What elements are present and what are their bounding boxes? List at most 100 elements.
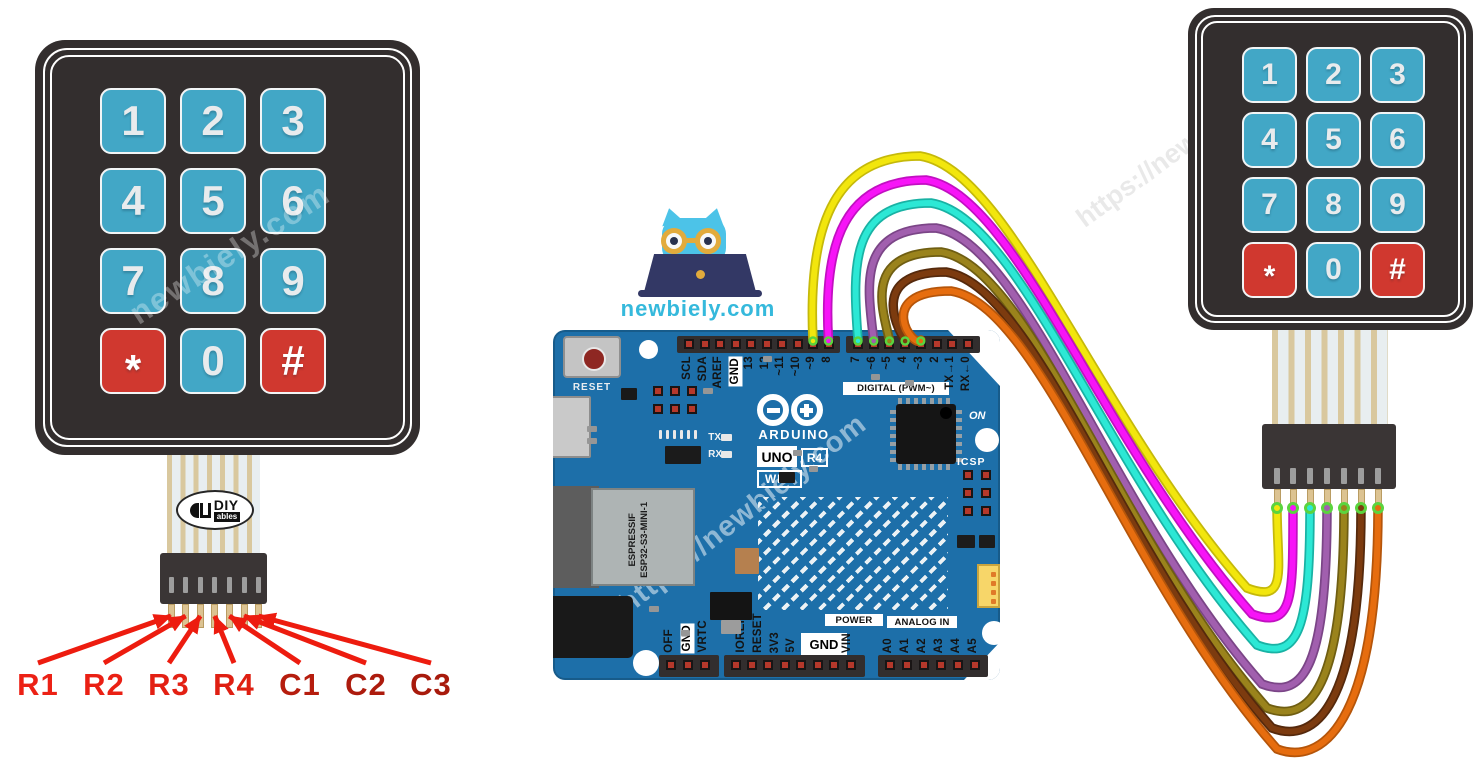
pin-socket — [761, 339, 772, 349]
pinout-arrow-C2 — [243, 613, 367, 666]
connector-pin-C1 — [1340, 489, 1348, 510]
owl-glasses-icon — [661, 228, 687, 254]
smd-component — [905, 380, 914, 386]
pin-label-SDA: SDA — [696, 356, 709, 382]
connector-pin-R3 — [1306, 489, 1314, 510]
icsp-pin-socket — [981, 506, 991, 516]
smd-component — [735, 548, 759, 574]
smd-component — [665, 446, 701, 464]
pin-label-10: ~10 — [789, 356, 802, 377]
connector-pin-R1 — [167, 604, 175, 628]
pin-socket — [935, 660, 946, 670]
pin-socket — [699, 660, 710, 670]
pinout-label-R3: R3 — [148, 667, 190, 702]
pin-socket — [853, 339, 863, 349]
smd-component — [687, 430, 690, 439]
pin-socket — [684, 339, 694, 349]
pin-socket — [845, 660, 856, 670]
keypad-key-hash: # — [1370, 242, 1425, 298]
icsp-pin-socket — [963, 470, 973, 480]
connector-slot — [1341, 468, 1347, 484]
pin-socket — [969, 660, 980, 670]
power-header-label: POWER — [825, 614, 883, 626]
icsp-label: ICSP — [957, 456, 986, 468]
pin-socket — [884, 339, 895, 349]
connector-slot — [256, 577, 262, 593]
smd-component — [587, 438, 597, 444]
connector-pin-dot — [991, 572, 996, 577]
pin-socket — [715, 339, 725, 349]
keypad-key-3: 3 — [1370, 47, 1425, 103]
smd-component — [871, 374, 880, 380]
connector-pin-C1 — [225, 604, 233, 628]
arduino-brand-text: ARDUINO — [758, 427, 830, 442]
pin-label-A5: A5 — [967, 637, 979, 653]
connector-slot — [212, 577, 218, 593]
jumper-pin-socket — [653, 404, 663, 414]
connector-slot — [1290, 468, 1296, 484]
pin-label-A0: A0 — [882, 637, 894, 653]
pin-socket — [931, 339, 942, 349]
diyables-logo-mark — [189, 502, 211, 518]
smd-component — [979, 535, 995, 548]
pin-socket — [763, 660, 774, 670]
pin-socket — [812, 660, 823, 670]
smd-component — [659, 430, 662, 439]
pin-label-TX1: TX→1 — [944, 356, 957, 390]
via-hatch-pattern — [758, 497, 948, 610]
connector-slot — [226, 577, 232, 593]
pin-label-3V3: 3V3 — [769, 631, 781, 653]
pin-socket — [868, 339, 879, 349]
pin-socket — [730, 660, 741, 670]
pinout-label-R2: R2 — [83, 667, 125, 702]
smd-component — [721, 434, 732, 441]
pin-label-A1: A1 — [899, 637, 911, 653]
keypad-key-5: 5 — [1306, 112, 1361, 168]
pin-socket — [901, 660, 912, 670]
jumper-pin-socket — [687, 404, 697, 414]
pin-socket — [900, 339, 911, 349]
pin-socket — [777, 339, 787, 349]
mounting-hole — [633, 650, 659, 676]
smd-component — [621, 388, 637, 400]
jumper-pin-socket — [670, 404, 680, 414]
smd-component — [681, 630, 690, 636]
connector-slot — [1358, 468, 1364, 484]
jumper-pin-socket — [653, 386, 663, 396]
diyables-sub-text: ables — [213, 512, 241, 522]
connector-pin-C2 — [1357, 489, 1365, 510]
mounting-hole — [639, 340, 658, 359]
icsp-pin-socket — [963, 488, 973, 498]
arduino-logo-icon — [757, 394, 789, 426]
connector-pin-C3 — [255, 604, 263, 628]
connector-pin-dot — [991, 590, 996, 595]
pin-socket — [792, 339, 803, 349]
pin-label-GND: GND — [728, 356, 742, 387]
pin-label-A4: A4 — [950, 637, 962, 653]
connector-slot — [1307, 468, 1313, 484]
mounting-hole — [975, 428, 999, 452]
pinout-label-R4: R4 — [213, 667, 255, 702]
pin-socket — [746, 660, 757, 670]
keypad-key-star: * — [100, 328, 166, 394]
smd-component — [694, 430, 697, 439]
connector-slot — [1324, 468, 1330, 484]
pin-label-A3: A3 — [933, 637, 945, 653]
keypad-key-1: 1 — [1242, 47, 1297, 103]
pin-label-7: 7 — [850, 356, 862, 363]
connector-pin-R1 — [1273, 489, 1281, 510]
connector-pin-R2 — [182, 604, 190, 628]
pin-socket — [829, 660, 840, 670]
smd-component — [793, 450, 802, 456]
pin-socket — [730, 339, 741, 349]
pin-label-4: 4 — [897, 356, 910, 363]
connector-pin-dot — [991, 599, 996, 604]
smd-component — [649, 606, 659, 612]
pin-label-13: 13 — [743, 356, 755, 370]
pin-label-VRTC: VRTC — [697, 620, 709, 653]
connector-slot — [1375, 468, 1381, 484]
on-label: ON — [969, 410, 986, 422]
